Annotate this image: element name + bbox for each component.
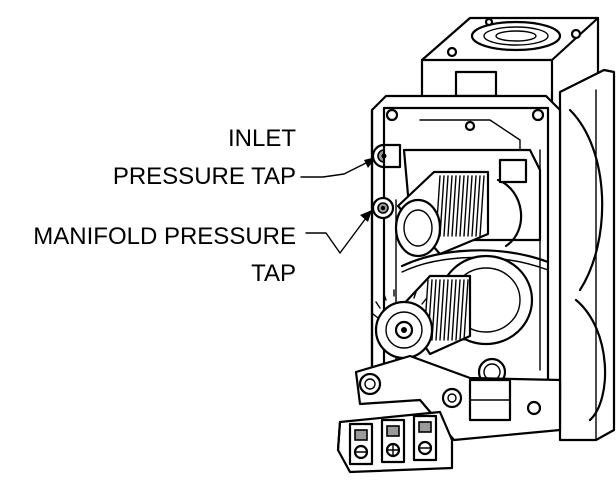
inlet-label-line1: INLET <box>228 125 296 152</box>
inlet-label-line2: PRESSURE TAP <box>113 163 296 190</box>
manifold-label-line2: TAP <box>251 260 296 287</box>
base-block <box>354 354 562 442</box>
manifold-label-line1: MANIFOLD PRESSURE <box>33 223 296 250</box>
inlet-leader-line <box>300 157 376 178</box>
terminal-2 <box>380 418 406 464</box>
upper-adjustment-knob <box>394 170 490 258</box>
terminal-3 <box>412 414 438 462</box>
inlet-pressure-tap-label: INLET PRESSURE TAP <box>113 125 297 190</box>
lower-adjustment-knob <box>372 274 472 360</box>
manifold-pressure-tap-label: MANIFOLD PRESSURE TAP <box>33 223 296 287</box>
terminal-1 <box>348 422 374 466</box>
manifold-leader-line <box>305 210 372 254</box>
inlet-pressure-tap <box>371 143 402 169</box>
manifold-pressure-tap <box>371 196 395 220</box>
terminal-block <box>336 410 454 474</box>
side-body <box>558 68 616 442</box>
